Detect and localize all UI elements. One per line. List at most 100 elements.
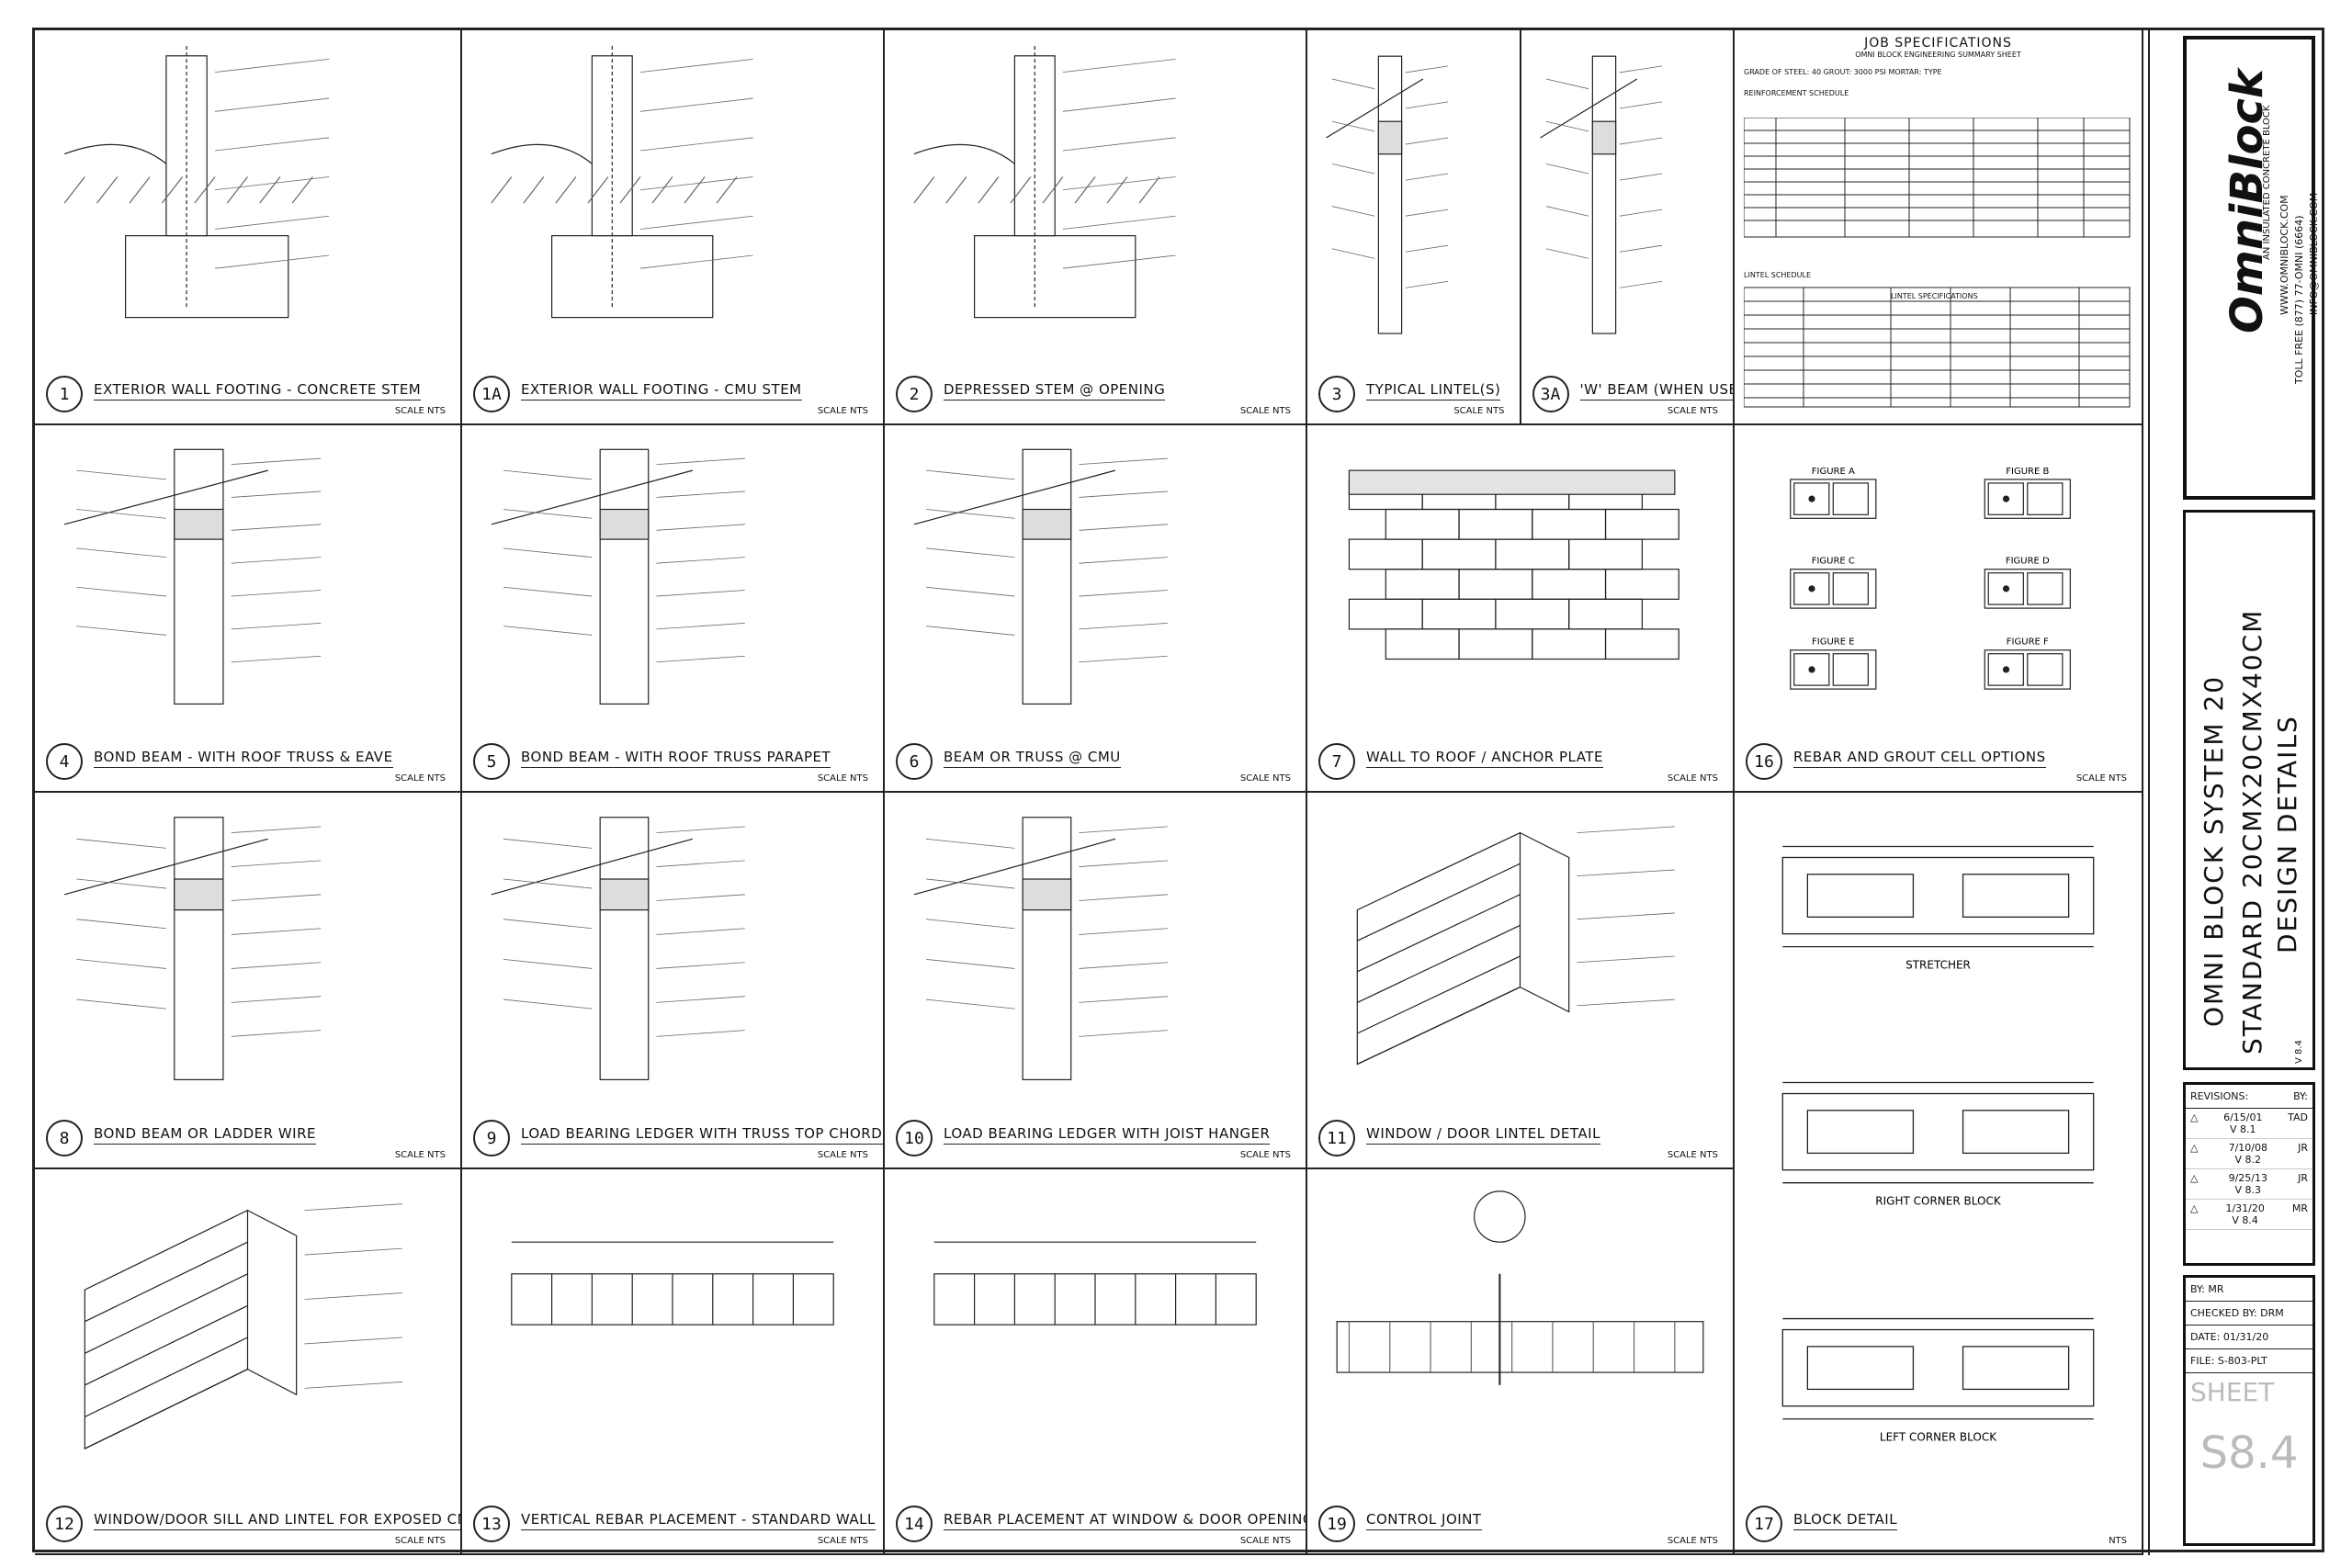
version-label: V 8.4 xyxy=(2294,1040,2304,1064)
detail-drawing xyxy=(1531,39,1724,367)
sheet-label: SHEET xyxy=(2190,1377,2275,1407)
detail-11: 11 Window / Door Lintel Detail SCALE NTS xyxy=(1307,793,1735,1169)
job-spec-tables xyxy=(1744,118,2131,408)
detail-scale: SCALE NTS xyxy=(1667,1536,1718,1546)
detail-number: 17 xyxy=(1746,1506,1782,1542)
phone: TOLL FREE (877) 77-OMNI (6664) xyxy=(2293,215,2305,384)
lintel-heading: LINTEL SCHEDULE xyxy=(1744,271,1812,279)
detail-1: 1 Exterior Wall Footing - Concrete Stem … xyxy=(35,30,462,425)
detail-scale: SCALE NTS xyxy=(1239,406,1291,416)
file-name: FILE: S-803-PLT xyxy=(2186,1349,2312,1373)
detail-caption: 11 Window / Door Lintel Detail SCALE NTS xyxy=(1318,1120,1722,1160)
detail-13: 13 Vertical Rebar Placement - Standard W… xyxy=(462,1169,885,1555)
detail-caption: 5 Bond Beam - With Roof Truss Parapet SC… xyxy=(473,743,872,784)
revision-by: TAD xyxy=(2288,1111,2308,1123)
detail-linework xyxy=(63,448,322,705)
figure-label: FIGURE D xyxy=(2006,557,2050,567)
detail-title: Beam or Truss @ CMU xyxy=(944,749,1121,768)
detail-number: 7 xyxy=(1318,743,1355,780)
detail-drawing xyxy=(44,434,451,734)
detail-linework xyxy=(913,448,1168,705)
detail-number: 10 xyxy=(896,1120,933,1156)
system-title: OMNI BLOCK SYSTEM 20 xyxy=(2199,674,2229,1027)
detail-2: 2 Depressed Stem @ Opening SCALE NTS xyxy=(885,30,1307,425)
detail-number: 8 xyxy=(46,1120,83,1156)
warning-icon: △ xyxy=(2190,1142,2199,1154)
revision-version: V 8.4 xyxy=(2232,1214,2258,1226)
detail-drawing xyxy=(1317,434,1724,734)
detail-number: 5 xyxy=(473,743,510,780)
detail-12: 12 Window/Door Sill and Lintel for Expos… xyxy=(35,1169,462,1555)
detail-number: 11 xyxy=(1318,1120,1355,1156)
detail-title: Block Detail xyxy=(1793,1511,1898,1530)
detail-drawing xyxy=(471,802,874,1111)
detail-caption: 3 Typical Lintel(s) SCALE NTS xyxy=(1318,376,1509,416)
detail-linework xyxy=(913,46,1176,319)
detail-linework xyxy=(63,817,322,1081)
detail-drawing xyxy=(1317,39,1510,367)
detail-number: 1 xyxy=(46,376,83,412)
title-block: OmniBlock AN INSULATED CONCRETE BLOCK WW… xyxy=(2148,30,2326,1555)
detail-scale: SCALE NTS xyxy=(1239,1536,1291,1546)
detail-number: 16 xyxy=(1746,743,1782,780)
detail-linework xyxy=(1336,1190,1704,1385)
detail-scale: SCALE NTS xyxy=(1239,773,1291,784)
email: INFO@OMNIBLOCK.COM xyxy=(2308,192,2320,315)
detail-linework xyxy=(913,817,1168,1081)
detail-scale: SCALE NTS xyxy=(1667,1150,1718,1160)
sheet-number: S8.4 xyxy=(2199,1427,2299,1479)
detail-drawing xyxy=(894,434,1296,734)
job-spec-title: JOB SPECIFICATIONS xyxy=(1864,36,2012,51)
detail-scale: SCALE NTS xyxy=(1239,1150,1291,1160)
detail-linework xyxy=(491,817,745,1081)
detail-drawing xyxy=(894,39,1296,367)
detail-linework xyxy=(1539,55,1662,334)
detail-number: 13 xyxy=(473,1506,510,1542)
detail-scale: SCALE NTS xyxy=(817,1150,868,1160)
detail-scale: SCALE NTS xyxy=(394,406,446,416)
detail-scale: SCALE NTS xyxy=(2075,773,2127,784)
detail-title: Exterior Wall Footing - Concrete Stem xyxy=(94,381,422,400)
detail-drawing xyxy=(44,1179,451,1496)
detail-caption: 10 Load Bearing Ledger with Joist Hanger… xyxy=(896,1120,1295,1160)
drawing-sheet: JOB SPECIFICATIONS OMNI BLOCK ENGINEERIN… xyxy=(32,28,2326,1555)
detail-title: Control Joint xyxy=(1366,1511,1482,1530)
detail-drawing xyxy=(44,802,451,1111)
detail-linework xyxy=(84,1203,402,1450)
detail-drawing xyxy=(471,39,874,367)
lintel-specs: LINTEL SPECIFICATIONS xyxy=(1891,292,1978,300)
detail-caption: 9 Load Bearing Ledger with Truss Top Cho… xyxy=(473,1120,883,1160)
detail-14: 14 Rebar Placement at Window & Door Open… xyxy=(885,1169,1307,1555)
revision-version: V 8.2 xyxy=(2234,1154,2262,1166)
detail-caption: 6 Beam or Truss @ CMU SCALE NTS xyxy=(896,743,1295,784)
revision-by: JR xyxy=(2298,1172,2308,1184)
detail-title: Depressed Stem @ Opening xyxy=(944,381,1166,400)
warning-icon: △ xyxy=(2190,1111,2199,1123)
detail-linework xyxy=(491,448,745,705)
detail-6: 6 Beam or Truss @ CMU SCALE NTS xyxy=(885,425,1307,793)
detail-9: 9 Load Bearing Ledger with Truss Top Cho… xyxy=(462,793,885,1169)
detail-drawing xyxy=(894,1179,1296,1496)
detail-scale: SCALE NTS xyxy=(817,773,868,784)
detail-drawing xyxy=(471,434,874,734)
detail-linework xyxy=(933,1241,1257,1325)
detail-5: 5 Bond Beam - With Roof Truss Parapet SC… xyxy=(462,425,885,793)
tagline: AN INSULATED CONCRETE BLOCK xyxy=(2262,105,2272,260)
detail-caption: 7 Wall to Roof / Anchor Plate SCALE NTS xyxy=(1318,743,1722,784)
detail-title: Bond Beam or Ladder Wire xyxy=(94,1125,316,1145)
revision-by: JR xyxy=(2298,1142,2308,1154)
detail-drawing xyxy=(471,1179,874,1496)
detail-caption: 2 Depressed Stem @ Opening SCALE NTS xyxy=(896,376,1295,416)
figure-label: FIGURE A xyxy=(1812,467,1855,477)
date: DATE: 01/31/20 xyxy=(2186,1325,2312,1349)
detail-19: 19 Control Joint SCALE NTS xyxy=(1307,1169,1735,1555)
block-label: LEFT CORNER BLOCK xyxy=(1880,1431,1997,1444)
detail-drawing xyxy=(44,39,451,367)
job-spec-subtitle: OMNI BLOCK ENGINEERING SUMMARY SHEET xyxy=(1855,51,2021,59)
block-label: RIGHT CORNER BLOCK xyxy=(1875,1195,2002,1208)
detail-scale: SCALE NTS xyxy=(394,773,446,784)
